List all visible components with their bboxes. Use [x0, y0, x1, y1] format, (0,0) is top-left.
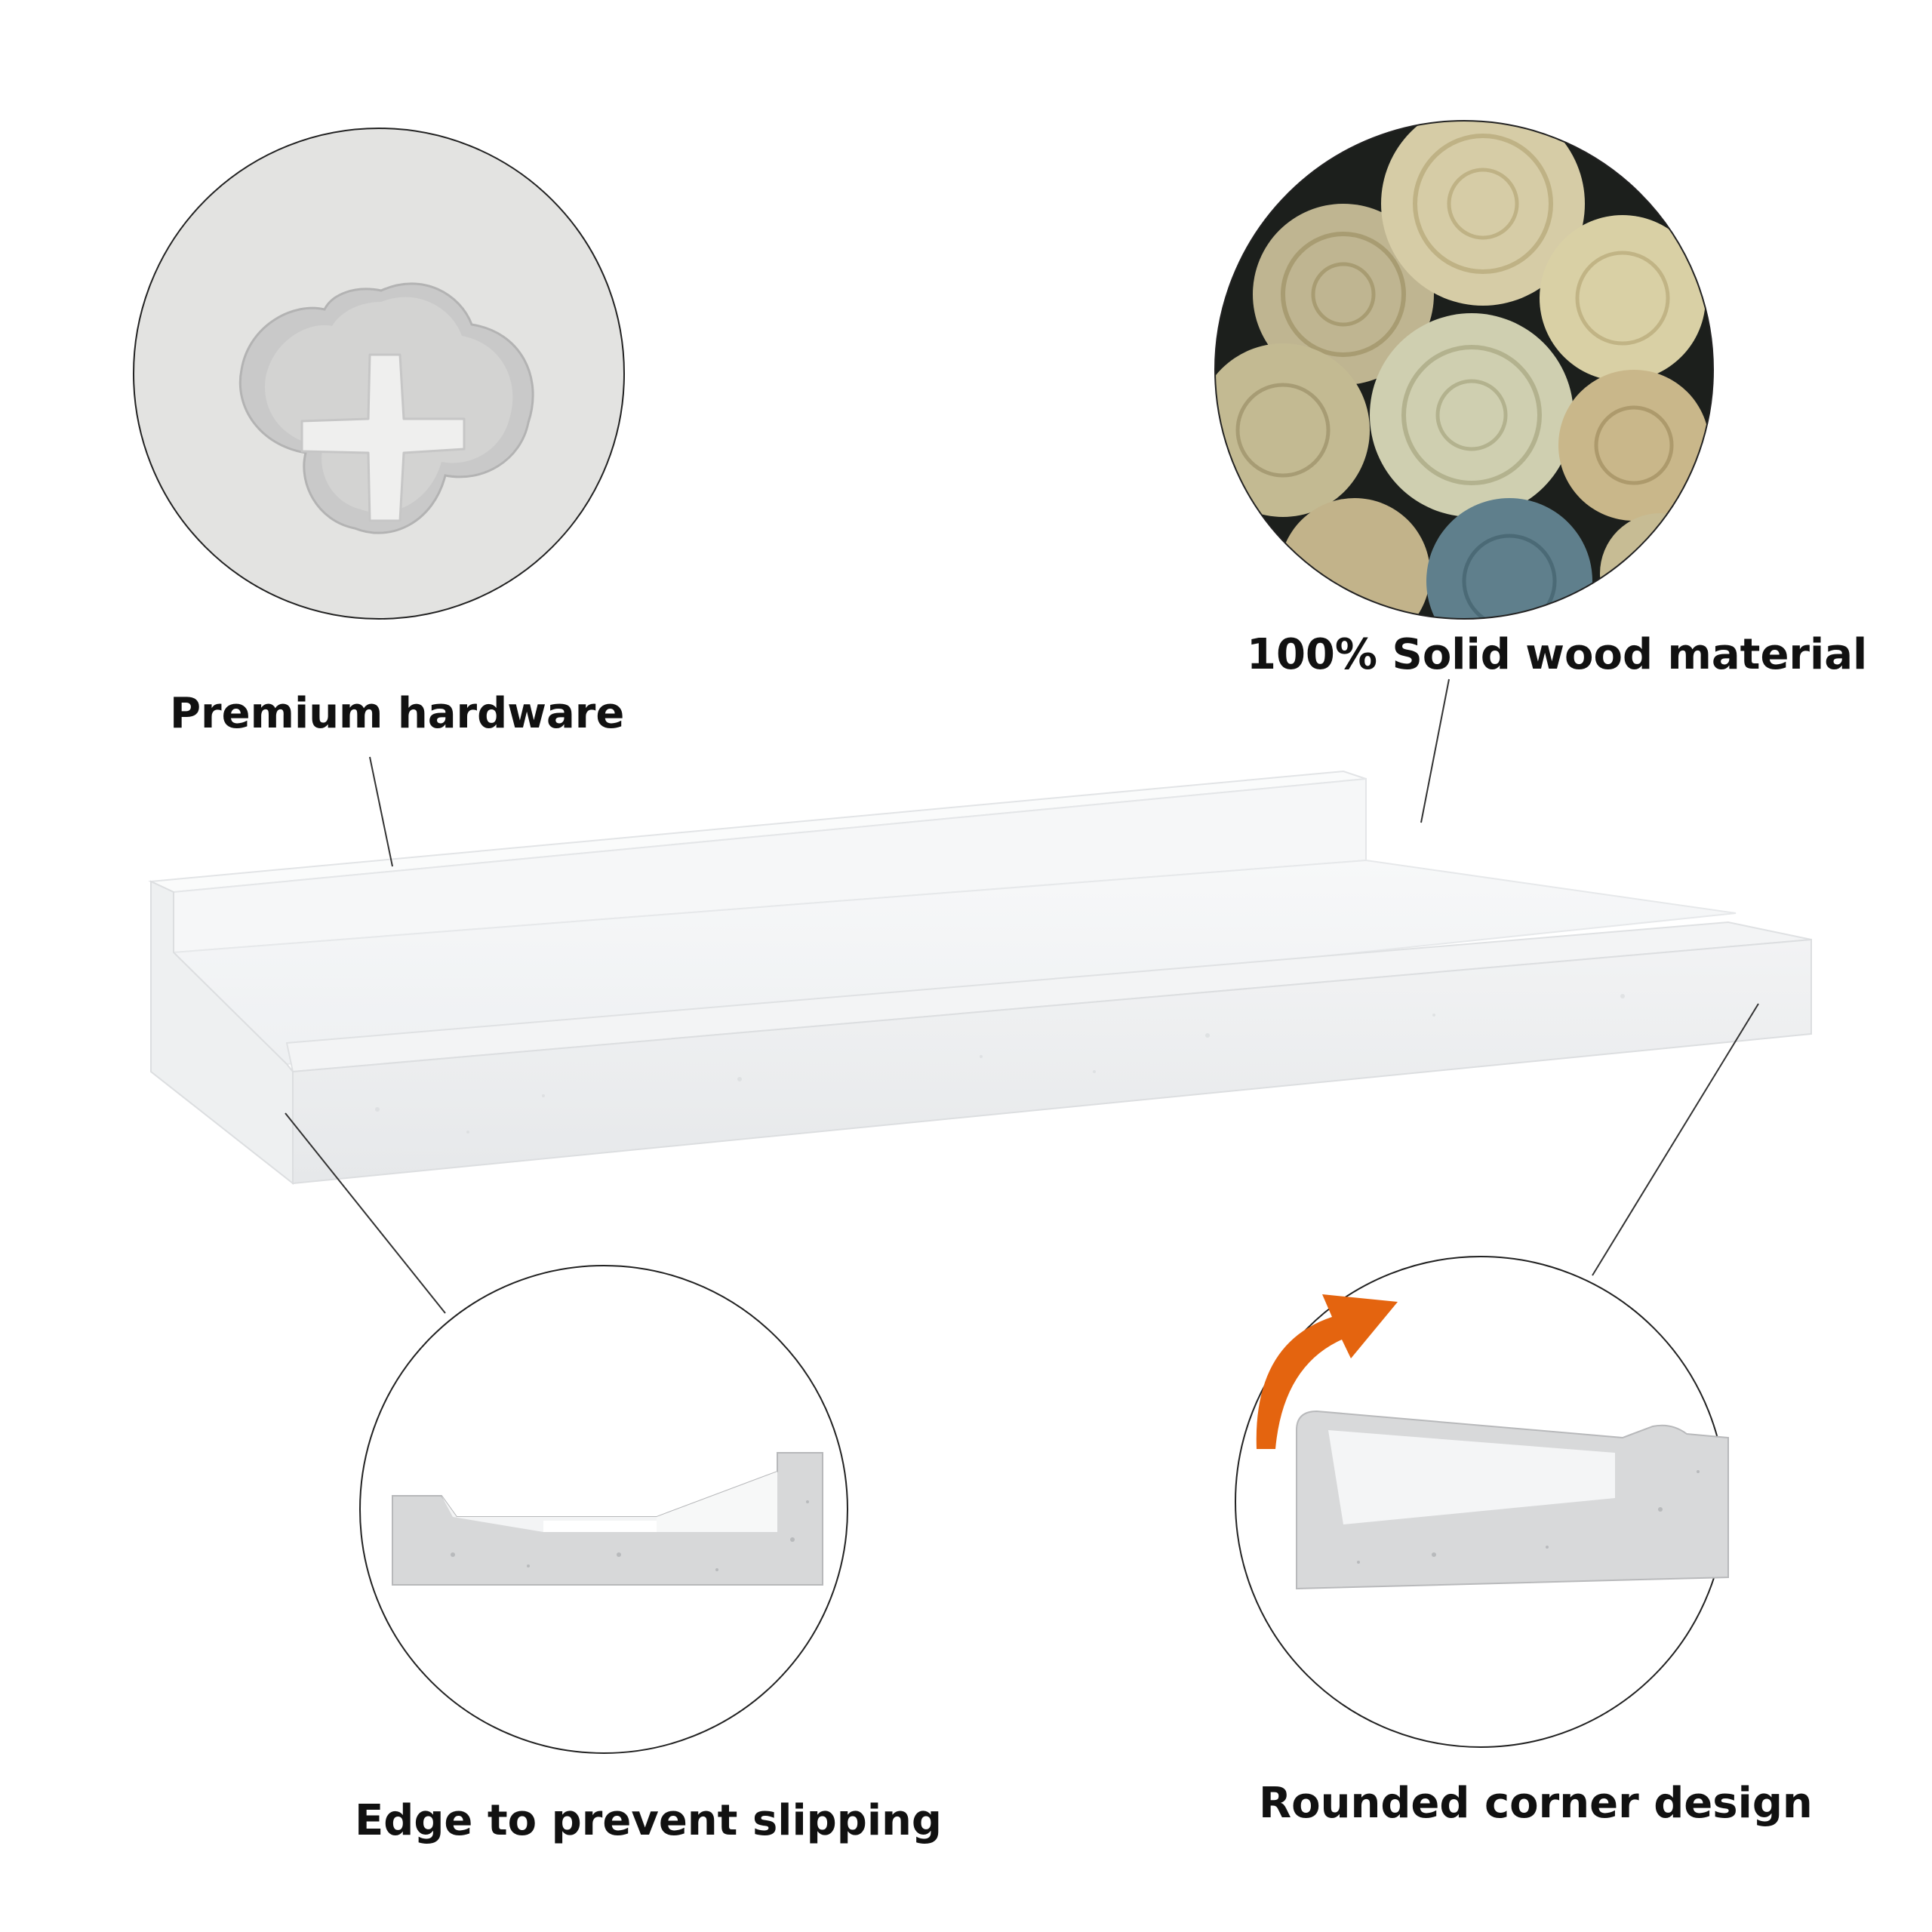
wood-logs-image [1215, 121, 1713, 619]
label-edge-prevent-slipping: Edge to prevent slipping [355, 1796, 942, 1845]
hardware-detail [133, 128, 625, 620]
label-rounded-corner: Rounded corner design [1259, 1779, 1813, 1828]
label-solid-wood: 100% Solid wood material [1247, 630, 1868, 679]
edge-detail [359, 1265, 848, 1754]
shelf-profile-image [392, 1452, 823, 1586]
curved-arrow-icon [1256, 1294, 1398, 1449]
floating-shelf [148, 770, 1812, 1186]
leader-lines [285, 678, 1759, 1314]
wood-detail [1214, 120, 1714, 620]
rounded-corner-image [1296, 1410, 1729, 1590]
label-premium-hardware: Premium hardware [170, 689, 625, 738]
corner-detail [1235, 1256, 1729, 1748]
